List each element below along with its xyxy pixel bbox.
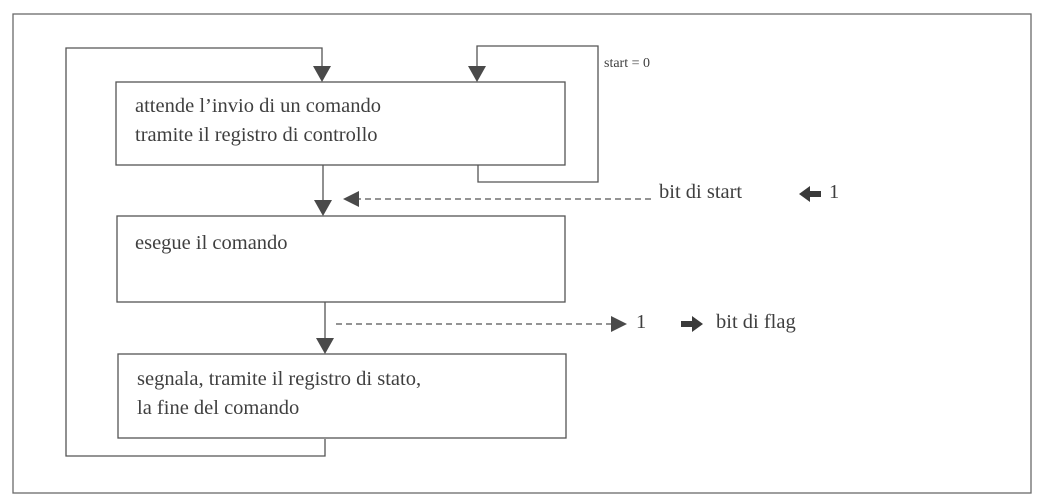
- box-execute-command: [116, 215, 566, 303]
- outer-loop-connector: [65, 47, 326, 457]
- outer-loop-arrowhead-icon: [313, 66, 331, 82]
- box-execute-text: esegue il comando: [135, 229, 288, 258]
- self-loop-connector: [476, 45, 599, 183]
- flag-arrowhead-icon: [611, 316, 627, 332]
- execute-to-signal-arrowhead-icon: [316, 338, 334, 354]
- box-wait-line-2: tramite il registro di controllo: [135, 124, 378, 146]
- outer-frame: [12, 13, 1032, 494]
- box-signal-line-2: la fine del comando: [137, 397, 300, 419]
- box-signal-completion: [117, 353, 567, 439]
- flag-value: 1: [636, 311, 647, 333]
- wait-to-execute-arrowhead-icon: [314, 200, 332, 216]
- box-wait-text: attende l’invio di un comando tramite il…: [135, 92, 381, 150]
- self-loop-arrowhead-icon: [468, 66, 486, 82]
- start-bit-value: 1: [829, 181, 840, 203]
- bold-right-arrow-icon: [681, 316, 703, 332]
- bold-left-arrow-icon: [799, 186, 821, 202]
- box-signal-line-1: segnala, tramite il registro di stato,: [137, 368, 422, 390]
- start-bit-arrowhead-icon: [343, 191, 359, 207]
- flag-bit-label: bit di flag: [716, 311, 796, 333]
- box-execute-line-1: esegue il comando: [135, 232, 288, 254]
- loop-condition-label: start = 0: [604, 56, 650, 71]
- box-wait-line-1: attende l’invio di un comando: [135, 95, 381, 117]
- box-wait-command: [115, 81, 566, 166]
- box-signal-text: segnala, tramite il registro di stato, l…: [137, 365, 421, 423]
- start-bit-label: bit di start: [659, 181, 743, 203]
